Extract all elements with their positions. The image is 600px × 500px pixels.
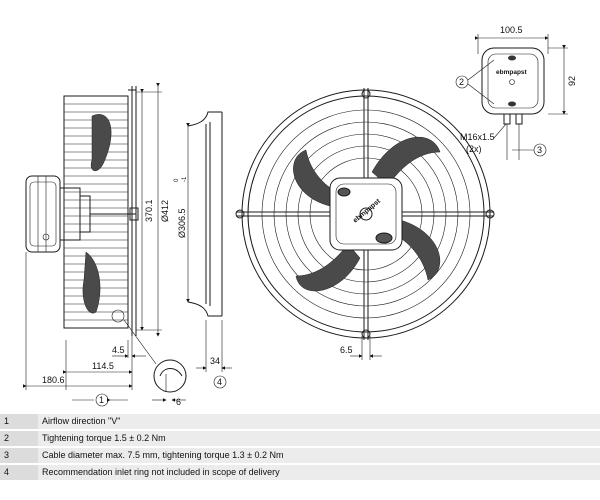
motor-housing [25,175,61,253]
dim-100-5: 100.5 [500,25,523,35]
blade-side-bottom [82,251,101,314]
note-text: Airflow direction "V" [38,414,600,429]
dim-92: 92 [567,76,577,86]
note-number: 1 [0,414,38,429]
blade-1 [371,137,441,187]
dim-180-6: 180.6 [42,375,65,385]
callout-1: 1 [99,395,104,405]
terminal-box [481,47,545,115]
dim-370: 370.1 [144,199,154,222]
terminal-box-view: 100.5 ebmpapst 92 2 3 M16x1.5 (2x) [455,25,577,160]
side-view: 370.1 Ø412 4.5 114.5 180.6 1 6 [23,83,187,407]
note-number: 3 [0,448,38,463]
note-text: Cable diameter max. 7.5 mm, tightening t… [38,448,600,463]
thread-qty: (2x) [466,144,482,154]
dim-114-5: 114.5 [92,361,114,371]
dim-34: 34 [210,356,220,366]
note-text: Tightening torque 1.5 ± 0.2 Nm [38,431,600,446]
note-number: 4 [0,465,38,480]
terminal-brand: ebmpapst [496,69,528,76]
dim-306: Ø306.5 [177,208,187,238]
callout-4: 4 [217,377,222,387]
dim-412: Ø412 [160,200,170,222]
thread-size: M16x1.5 [460,132,495,142]
technical-drawing: 370.1 Ø412 4.5 114.5 180.6 1 6 [23,25,577,407]
dim-6: 6 [176,397,181,407]
inlet-ring-view: Ø306.5 0 -1 34 4 [174,111,232,389]
callout-1-circle [95,393,109,407]
blade-3 [295,243,361,292]
note-text: Recommendation inlet ring not included i… [38,465,600,480]
note-number: 2 [0,431,38,446]
callout-3: 3 [537,145,542,155]
front-view: ebmpapst 6.5 [235,88,495,360]
tol-upper: 0 [174,178,180,182]
dim-4-5: 4.5 [112,345,125,355]
detail-circle [153,359,187,393]
side-guard [63,95,129,329]
dim-6-5: 6.5 [340,345,353,355]
callout-2: 2 [459,77,464,87]
blade-side-top [90,114,112,171]
tol-lower: -1 [182,176,188,182]
